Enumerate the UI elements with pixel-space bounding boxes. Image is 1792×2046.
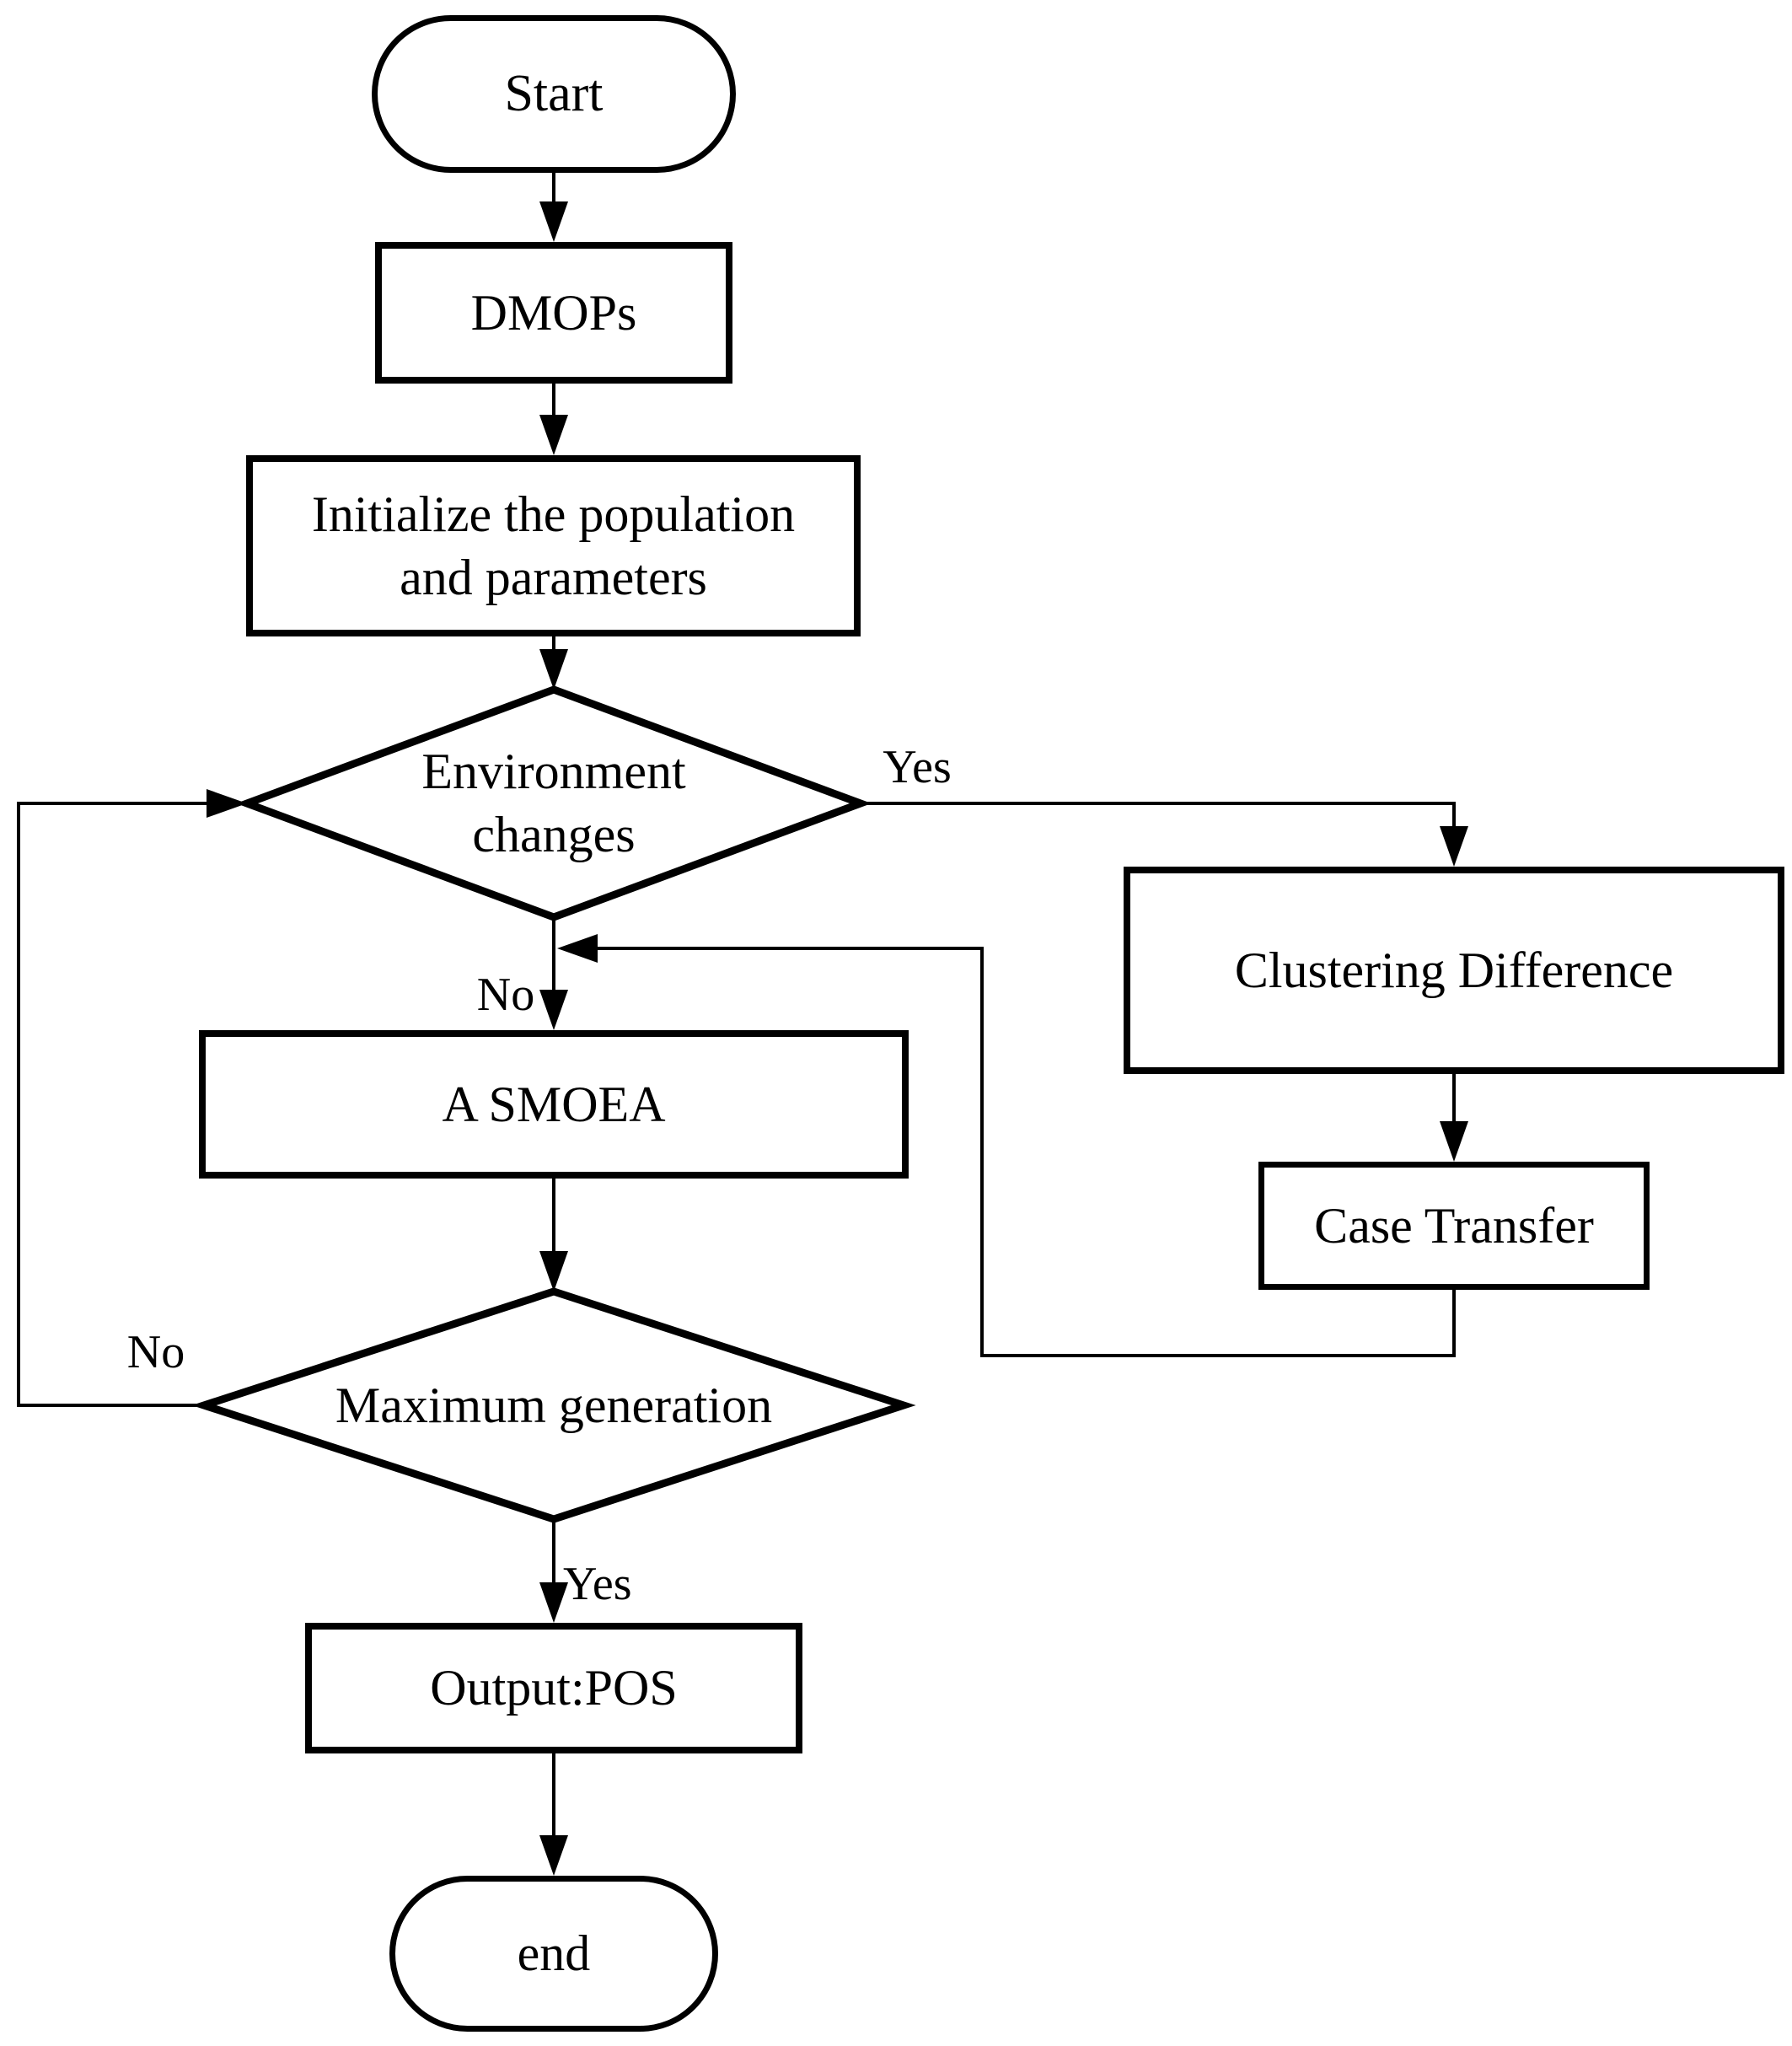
environment-changes-label: Environment changes (421, 744, 686, 862)
arrowhead-into-init (539, 415, 568, 455)
end-label: end (517, 1925, 591, 1981)
end-node: end (389, 1876, 718, 2032)
dmops-label: DMOPs (470, 284, 637, 341)
arrowhead-into-case (1440, 1121, 1468, 1162)
initialize-node: Initialize the population and parameters (246, 455, 861, 636)
dmops-node: DMOPs (375, 242, 732, 384)
arrowhead-into-dmops (539, 201, 568, 242)
clustering-difference-node: Clustering Difference (1124, 867, 1784, 1074)
env-no-label: No (476, 969, 535, 1021)
start-node: Start (372, 15, 736, 173)
asmoea-label: A SMOEA (442, 1076, 666, 1132)
maximum-generation-diamond (191, 1287, 916, 1523)
environment-changes-diamond (236, 685, 872, 921)
output-pos-node: Output:POS (305, 1623, 802, 1753)
initialize-label: Initialize the population and parameters (311, 486, 796, 605)
start-label: Start (504, 64, 604, 122)
maxgen-yes-label: Yes (563, 1558, 632, 1610)
arrowhead-into-output (539, 1582, 568, 1623)
arrowhead-into-env (539, 649, 568, 690)
asmoea-node: A SMOEA (199, 1030, 909, 1179)
arrowhead-into-clustering (1440, 826, 1468, 867)
arrowhead-feedback-left (557, 934, 598, 963)
clustering-difference-label: Clustering Difference (1234, 942, 1674, 998)
case-transfer-node: Case Transfer (1258, 1162, 1650, 1290)
arrowhead-into-maxgen (539, 1251, 568, 1292)
output-pos-label: Output:POS (430, 1660, 678, 1716)
edge-env-yes-clustering (861, 802, 1456, 828)
env-yes-label: Yes (883, 741, 952, 793)
maximum-generation-label: Maximum generation (335, 1377, 773, 1433)
edge-case-feedback (598, 947, 1456, 1357)
arrowhead-into-end (539, 1835, 568, 1876)
maxgen-no-label: No (126, 1326, 185, 1378)
edge-maxgen-no-loop (17, 802, 207, 1407)
arrowhead-loop-into-env (207, 789, 247, 818)
case-transfer-label: Case Transfer (1314, 1197, 1594, 1254)
arrowhead-into-asmoea (539, 990, 568, 1030)
